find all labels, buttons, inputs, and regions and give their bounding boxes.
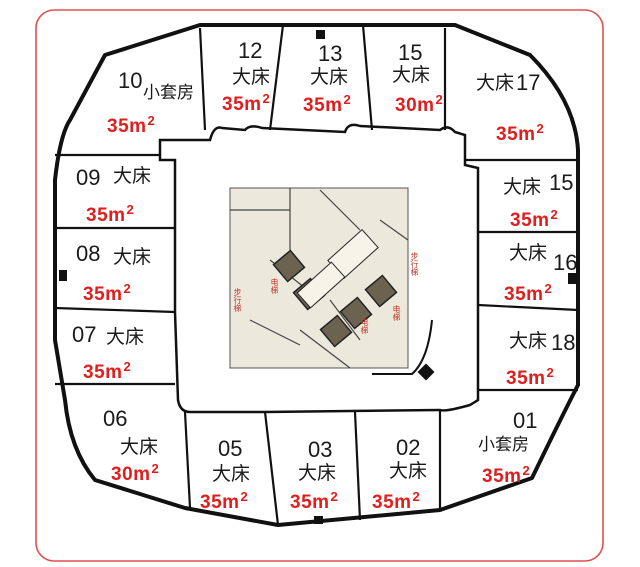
unit-type: 大床: [503, 176, 542, 198]
marker-bottom: [314, 516, 323, 524]
unit-type: 大床: [509, 242, 548, 264]
unit-area: 30m2: [111, 461, 160, 485]
unit-area: 35m2: [504, 281, 553, 305]
unit-type: 大床: [509, 330, 548, 352]
unit-area: 35m2: [222, 91, 271, 115]
outer-frame: [35, 9, 604, 562]
unit-type: 大床: [476, 72, 515, 94]
unit-number: 08: [76, 241, 101, 266]
unit-area: 35m2: [372, 489, 421, 513]
unit-number: 07: [72, 322, 97, 347]
unit-number: 16: [553, 250, 578, 275]
unit-number: 05: [218, 436, 243, 461]
unit-number: 13: [318, 41, 343, 66]
unit-number: 02: [396, 435, 421, 460]
column-marker: [417, 363, 435, 381]
marker-top: [316, 30, 325, 39]
unit-area: 35m2: [506, 365, 555, 389]
room-partitions: [54, 24, 579, 526]
unit-type: 大床: [113, 165, 152, 187]
unit-type: 大床: [232, 66, 271, 88]
unit-type: 大床: [298, 462, 337, 484]
unit-type: 大床: [106, 326, 145, 348]
unit-number: 12: [238, 38, 263, 63]
unit-area: 35m2: [482, 463, 531, 487]
unit-number: 03: [308, 437, 333, 462]
unit-type: 大床: [120, 436, 159, 458]
unit-number: 06: [103, 406, 128, 431]
core-label-lift-3: 电梯: [392, 305, 401, 321]
unit-area: 35m2: [83, 281, 132, 305]
unit-number: 15: [398, 40, 423, 65]
curved-wall: [372, 319, 433, 375]
unit-area: 35m2: [86, 202, 135, 226]
core-label-stair-left: 步行梯: [233, 288, 242, 312]
unit-area: 35m2: [303, 92, 352, 116]
marker-right: [568, 273, 576, 284]
stairs: [296, 228, 379, 309]
unit-type: 大床: [392, 64, 431, 86]
unit-area: 30m2: [395, 92, 444, 116]
unit-number: 10: [118, 68, 143, 93]
unit-type: 大床: [389, 460, 428, 482]
unit-type: 小套房: [143, 83, 194, 103]
unit-area: 35m2: [107, 113, 156, 137]
unit-area: 35m2: [510, 207, 559, 231]
core-label-lift-1: 电梯: [270, 278, 279, 294]
unit-area: 35m2: [496, 121, 545, 145]
unit-number: 17: [516, 70, 541, 95]
unit-type: 大床: [113, 246, 152, 268]
unit-area: 35m2: [83, 359, 132, 383]
unit-type: 小套房: [478, 435, 529, 455]
unit-number: 09: [76, 165, 101, 190]
unit-number: 15: [549, 170, 574, 195]
outer-wall: [53, 23, 580, 527]
unit-area: 35m2: [290, 489, 339, 513]
unit-area: 35m2: [200, 489, 249, 513]
core-label-lift-2: 电梯: [360, 318, 369, 334]
unit-number: 18: [551, 330, 576, 355]
unit-number: 01: [513, 408, 538, 433]
unit-type: 大床: [212, 463, 251, 485]
core-label-stair-right: 步行梯: [410, 252, 419, 276]
marker-left: [59, 270, 67, 281]
unit-type: 大床: [310, 66, 349, 88]
